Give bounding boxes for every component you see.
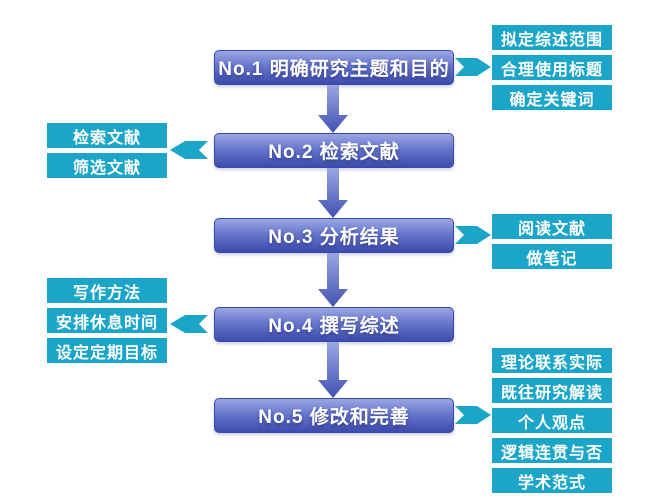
side-box-label: 既往研究解读	[500, 384, 603, 402]
right-arrow-icon	[455, 58, 491, 76]
side-box-label: 学术范式	[517, 474, 586, 492]
step-5-label: No.5 修改和完善	[258, 407, 410, 428]
down-arrow-icon	[318, 85, 348, 133]
side-box-label: 安排休息时间	[55, 314, 158, 332]
side-box: 检索文献	[47, 123, 167, 148]
side-box: 逻辑连贯与否	[492, 438, 612, 463]
side-box-label: 理论联系实际	[500, 354, 603, 372]
step-4-label: No.4 撰写综述	[268, 316, 400, 337]
side-box: 设定定期目标	[47, 338, 167, 363]
side-box: 筛选文献	[47, 153, 167, 178]
side-box-label: 写作方法	[72, 284, 141, 302]
left-arrow-icon	[170, 315, 208, 333]
left-arrow-icon	[170, 141, 208, 159]
side-box-label: 筛选文献	[72, 159, 141, 177]
side-box: 做笔记	[492, 244, 612, 269]
side-box: 个人观点	[492, 408, 612, 433]
side-box-label: 设定定期目标	[55, 344, 158, 362]
down-arrow-icon	[318, 253, 348, 307]
side-box: 拟定综述范围	[492, 25, 612, 50]
step-box-1: No.1 明确研究主题和目的	[214, 50, 454, 85]
side-box-label: 阅读文献	[517, 220, 586, 238]
side-box-label: 逻辑连贯与否	[500, 444, 603, 462]
side-box: 学术范式	[492, 468, 612, 493]
side-box-label: 拟定综述范围	[500, 31, 603, 49]
step-box-5: No.5 修改和完善	[214, 398, 454, 433]
down-arrow-icon	[318, 168, 348, 218]
side-box: 阅读文献	[492, 214, 612, 239]
down-arrow-icon	[318, 342, 348, 398]
step-box-3: No.3 分析结果	[214, 218, 454, 253]
step-box-4: No.4 撰写综述	[214, 307, 454, 342]
right-arrow-icon	[455, 406, 491, 424]
side-box-label: 个人观点	[517, 414, 586, 432]
side-box: 理论联系实际	[492, 348, 612, 373]
side-box-label: 确定关键词	[509, 91, 595, 109]
side-box: 安排休息时间	[47, 308, 167, 333]
side-box: 合理使用标题	[492, 55, 612, 80]
side-box-label: 做笔记	[526, 250, 578, 268]
side-box: 既往研究解读	[492, 378, 612, 403]
right-arrow-icon	[455, 226, 491, 244]
side-box: 写作方法	[47, 278, 167, 303]
side-box: 确定关键词	[492, 85, 612, 110]
side-box-label: 合理使用标题	[500, 61, 603, 79]
side-box-label: 检索文献	[72, 129, 141, 147]
step-1-label: No.1 明确研究主题和目的	[218, 59, 450, 80]
step-2-label: No.2 检索文献	[268, 142, 400, 163]
step-3-label: No.3 分析结果	[268, 227, 400, 248]
step-box-2: No.2 检索文献	[214, 133, 454, 168]
